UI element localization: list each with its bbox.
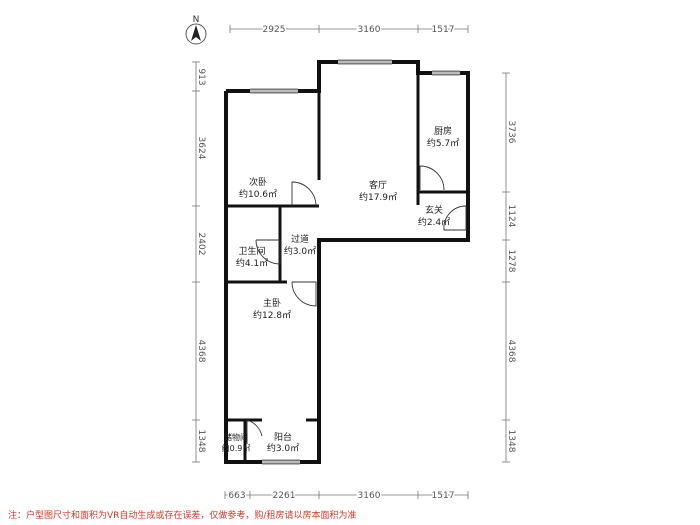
room-bedroom2-name: 次卧 [249,176,267,188]
dimension-label: 3736 [506,121,516,144]
dimension-label: 2925 [263,25,286,35]
dimension-label: 2402 [196,233,206,256]
door-bedroom2 [291,181,317,207]
room-bedroom2-area: 约10.6㎡ [239,188,277,200]
bottom-dimension-line [224,491,469,499]
room-corridor-area: 约3.0㎡ [284,245,316,257]
compass-north-label: N [193,15,200,25]
room-kitchen-name: 厨房 [434,125,452,137]
room-corridor-name: 过道 [291,233,309,245]
dimension-label: 1278 [506,250,516,273]
dimension-label: 1517 [432,25,455,35]
dimension-label: 3624 [196,137,206,160]
door-bathroom [255,239,281,265]
dimension-label: 4368 [506,340,516,363]
top-dimension-line [229,25,469,33]
compass: N [185,15,207,45]
room-living-area: 约17.9㎡ [359,191,397,203]
windows [250,60,460,464]
dimension-label: 913 [196,68,206,85]
door-master [291,281,317,307]
dimension-label: 1124 [506,205,516,228]
compass-arrow-icon [191,25,201,41]
room-bathroom-area: 约4.1㎡ [236,257,268,269]
dimension-label: 3160 [358,491,381,501]
window-inner-lines [250,59,460,465]
door-storage [246,419,263,444]
left-dimension-line [192,61,200,463]
door-entrance [443,205,467,231]
room-storage-name: 储物间 [224,432,248,442]
dimension-label: 4368 [196,340,206,363]
room-bathroom-name: 卫生间 [238,245,265,257]
dimension-label: 3160 [358,25,381,35]
right-dimension-line [502,72,510,463]
room-balcony-name: 阳台 [274,431,292,443]
dimension-label: 663 [228,491,245,501]
room-living-name: 客厅 [369,179,387,191]
disclaimer-note: 注：户型图尺寸和面积为VR自动生成或存在误差，仅做参考，购/租房请以房本面积为准 [8,509,356,521]
compass-ring [185,23,207,45]
room-balcony-area: 约3.0㎡ [267,442,299,454]
room-kitchen-area: 约5.7㎡ [427,137,459,149]
door-kitchen [419,165,445,191]
dimension-label: 2261 [273,491,296,501]
room-master-area: 约12.8㎡ [253,309,291,321]
dimension-label: 1348 [196,430,206,453]
room-entrance-area: 约2.4㎡ [418,216,450,228]
doors [246,165,467,444]
room-master-name: 主卧 [263,297,281,309]
room-storage-area: 约0.9㎡ [222,443,251,453]
room-entrance-name: 玄关 [425,204,443,216]
dimension-label: 1348 [506,430,516,453]
dimension-label: 1517 [432,491,455,501]
